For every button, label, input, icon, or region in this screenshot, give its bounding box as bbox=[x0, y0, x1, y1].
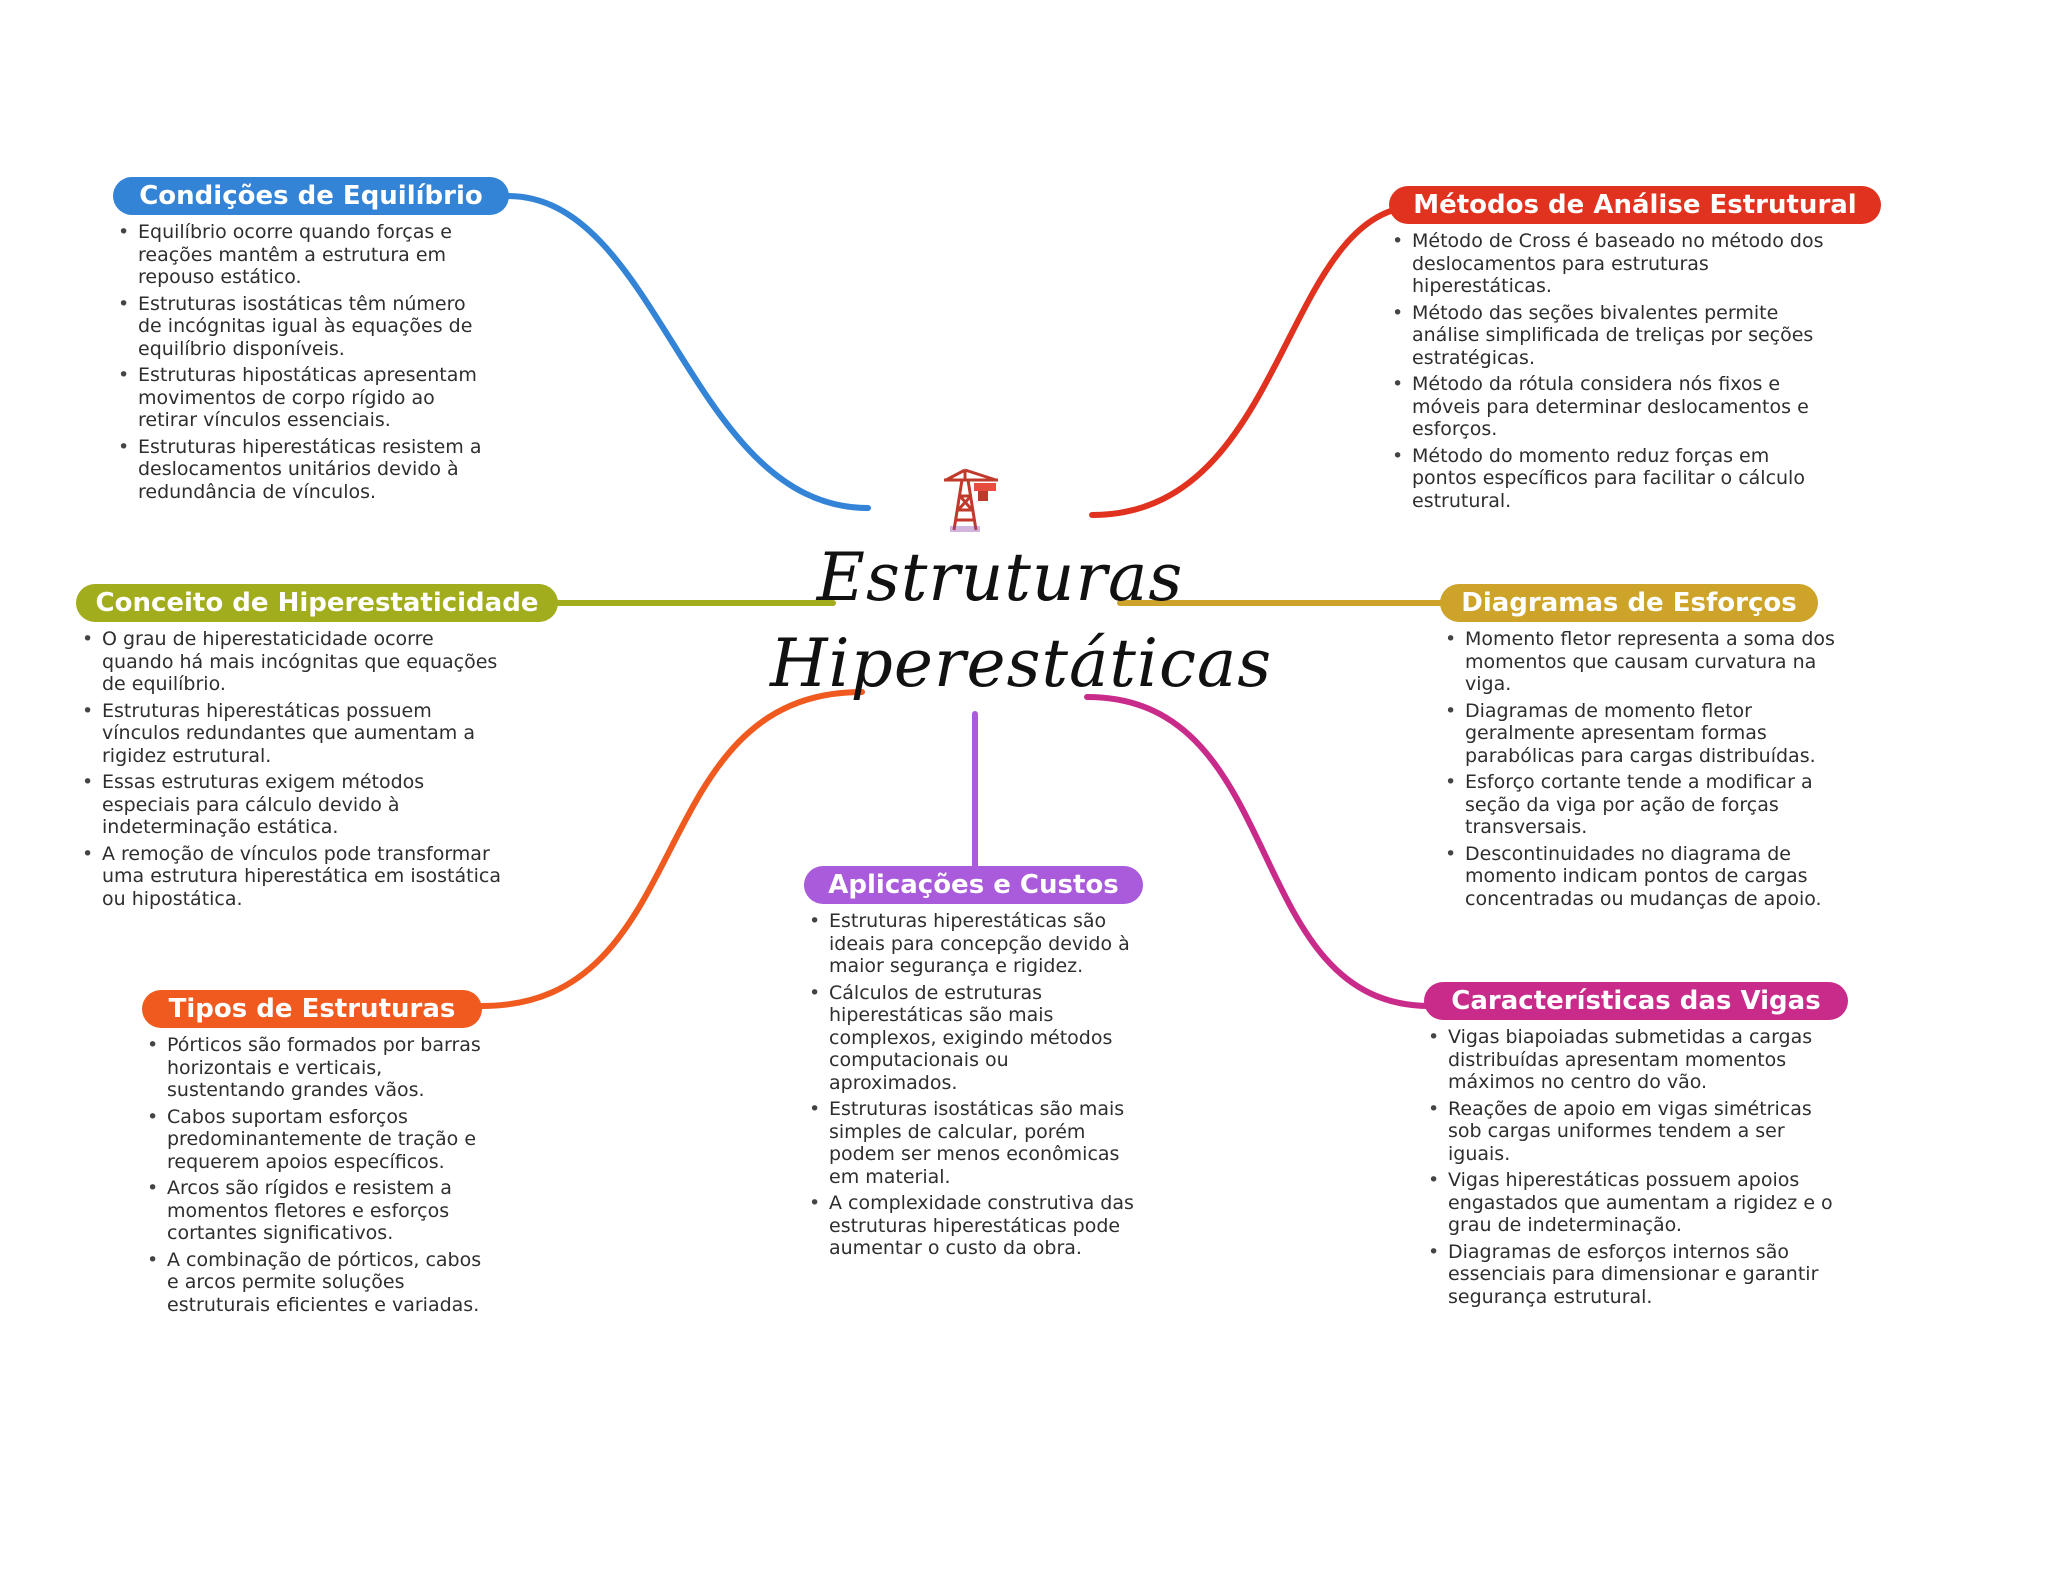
list-item: A remoção de vínculos pode transformar u… bbox=[78, 843, 508, 911]
list-item: Método do momento reduz forças em pontos… bbox=[1388, 445, 1828, 513]
list-item: Estruturas hiperestáticas são ideais par… bbox=[805, 910, 1135, 978]
list-item: A complexidade construtiva das estrutura… bbox=[805, 1192, 1135, 1260]
list-item: Essas estruturas exigem métodos especiai… bbox=[78, 771, 508, 839]
list-item: Equilíbrio ocorre quando forças e reaçõe… bbox=[114, 221, 494, 289]
list-item: O grau de hiperestaticidade ocorre quand… bbox=[78, 628, 508, 696]
branch-label-hiper[interactable]: Conceito de Hiperestaticidade bbox=[76, 584, 558, 622]
branch-label-tipos[interactable]: Tipos de Estruturas bbox=[142, 990, 482, 1028]
list-item: Diagramas de esforços internos são essen… bbox=[1424, 1241, 1844, 1309]
branch-label-metodos[interactable]: Métodos de Análise Estrutural bbox=[1389, 186, 1881, 224]
list-item: Momento fletor representa a soma dos mom… bbox=[1441, 628, 1841, 696]
list-vigas: Vigas biapoiadas submetidas a cargas dis… bbox=[1424, 1026, 1844, 1312]
list-item: Método das seções bivalentes permite aná… bbox=[1388, 302, 1828, 370]
branch-label-aplicacoes[interactable]: Aplicações e Custos bbox=[804, 866, 1143, 904]
list-item: Pórticos são formados por barras horizon… bbox=[143, 1034, 498, 1102]
list-item: Descontinuidades no diagrama de momento … bbox=[1441, 843, 1841, 911]
connector-tipos bbox=[479, 689, 865, 1009]
list-item: Estruturas isostáticas têm número de inc… bbox=[114, 293, 494, 361]
list-item: Diagramas de momento fletor geralmente a… bbox=[1441, 700, 1841, 768]
branch-label-vigas[interactable]: Características das Vigas bbox=[1424, 982, 1848, 1020]
list-metodos: Método de Cross é baseado no método dos … bbox=[1388, 230, 1828, 516]
list-item: Estruturas isostáticas são mais simples … bbox=[805, 1098, 1135, 1188]
list-item: Vigas hiperestáticas possuem apoios enga… bbox=[1424, 1169, 1844, 1237]
connector-vigas bbox=[1084, 694, 1433, 1009]
list-item: Cálculos de estruturas hiperestáticas sã… bbox=[805, 982, 1135, 1095]
connector-equilibrio bbox=[505, 193, 871, 511]
list-item: Estruturas hiperestáticas resistem a des… bbox=[114, 436, 494, 504]
list-equilibrio: Equilíbrio ocorre quando forças e reaçõe… bbox=[114, 221, 494, 507]
list-item: Método de Cross é baseado no método dos … bbox=[1388, 230, 1828, 298]
connector-metodos bbox=[1089, 203, 1423, 518]
branch-label-equilibrio[interactable]: Condições de Equilíbrio bbox=[113, 177, 509, 215]
center-title: Estruturas Hiperestáticas bbox=[770, 539, 1273, 702]
list-hiper: O grau de hiperestaticidade ocorre quand… bbox=[78, 628, 508, 914]
list-item: Arcos são rígidos e resistem a momentos … bbox=[143, 1177, 498, 1245]
list-item: Estruturas hiperestáticas possuem víncul… bbox=[78, 700, 508, 768]
list-aplicacoes: Estruturas hiperestáticas são ideais par… bbox=[805, 910, 1135, 1264]
construction-crane-icon bbox=[944, 468, 998, 532]
list-item: Estruturas hipostáticas apresentam movim… bbox=[114, 364, 494, 432]
list-item: Método da rótula considera nós fixos e m… bbox=[1388, 373, 1828, 441]
list-item: Reações de apoio em vigas simétricas sob… bbox=[1424, 1098, 1844, 1166]
branch-label-diagramas[interactable]: Diagramas de Esforços bbox=[1440, 584, 1818, 622]
list-item: Esforço cortante tende a modificar a seç… bbox=[1441, 771, 1841, 839]
list-tipos: Pórticos são formados por barras horizon… bbox=[143, 1034, 498, 1320]
list-item: Cabos suportam esforços predominantement… bbox=[143, 1106, 498, 1174]
list-item: A combinação de pórticos, cabos e arcos … bbox=[143, 1249, 498, 1317]
list-diagramas: Momento fletor representa a soma dos mom… bbox=[1441, 628, 1841, 914]
list-item: Vigas biapoiadas submetidas a cargas dis… bbox=[1424, 1026, 1844, 1094]
